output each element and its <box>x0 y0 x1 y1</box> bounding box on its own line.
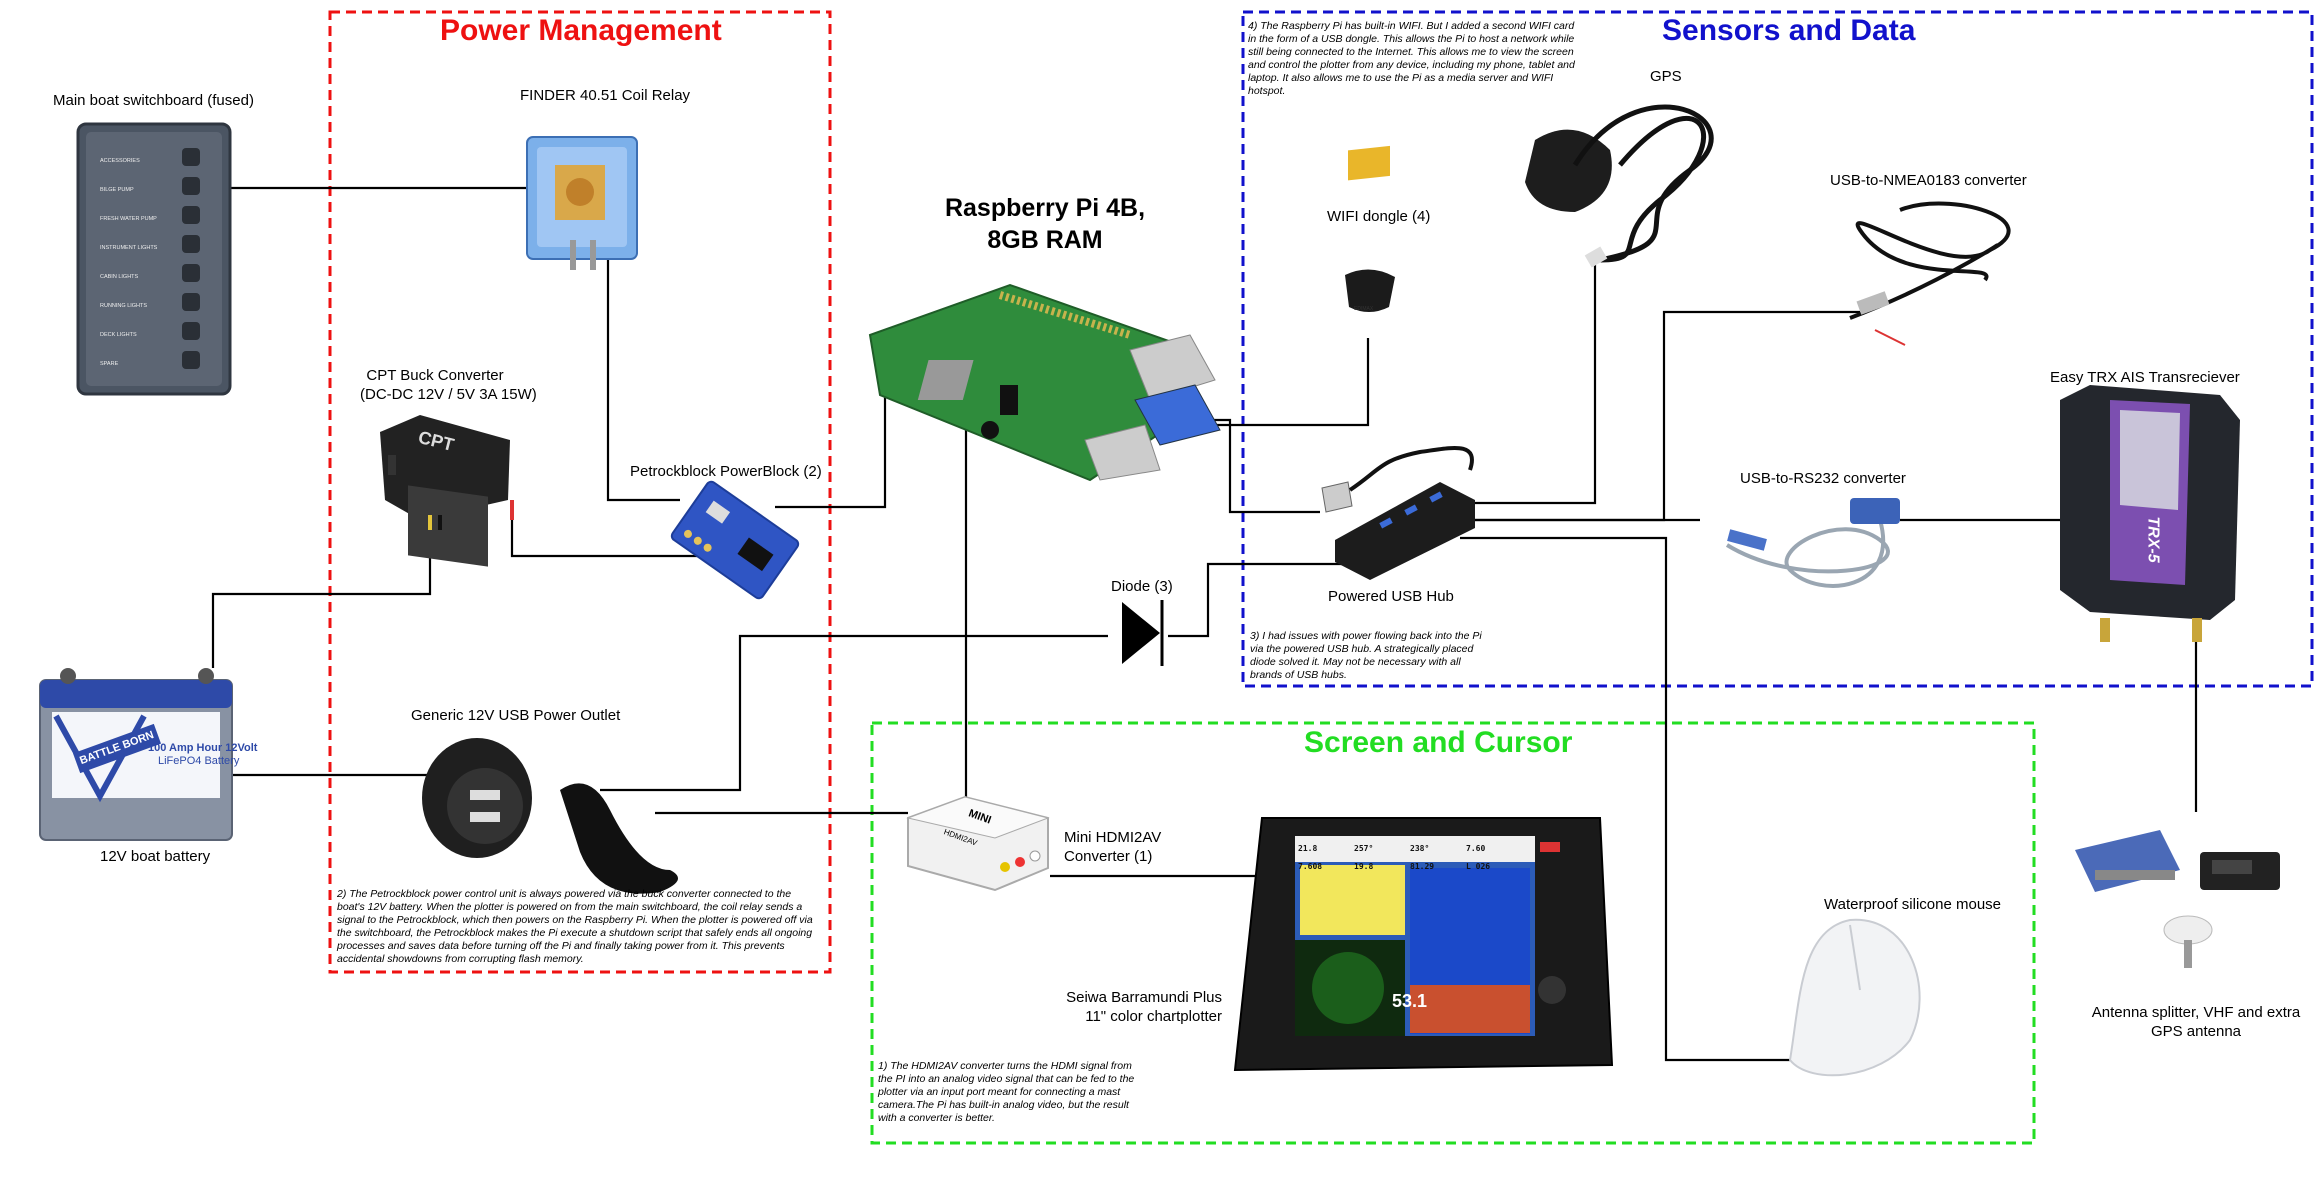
battery-device <box>39 668 233 841</box>
battery-spec-2: LiFePO4 Battery <box>158 755 240 767</box>
plotter-readout: 7.608 <box>1298 862 1323 871</box>
switchboard-row-label: FRESH WATER PUMP <box>100 216 157 222</box>
wire-diode-hub <box>1168 562 1345 638</box>
hdmi2av-label-line1: Mini HDMI2AV <box>1064 829 1162 846</box>
switchboard-label: Main boat switchboard (fused) <box>53 92 254 109</box>
switchboard-row-label: SPARE <box>100 361 119 367</box>
wire-hub-gps <box>1470 265 1597 505</box>
rs232-device <box>1725 498 1900 588</box>
screen-panel-border <box>870 721 2036 1145</box>
trx-face: TRX-5 <box>2144 516 2162 563</box>
wifi-dongle-device <box>1345 145 1395 312</box>
sensors-panel-border <box>1241 10 2314 688</box>
wifi-label: WIFI dongle (4) <box>1327 208 1431 225</box>
wire-buck-powerblock <box>510 514 700 558</box>
switchboard-switch <box>182 293 200 311</box>
switchboard-switch <box>182 148 200 166</box>
power-panel-border <box>328 10 832 974</box>
nmea-converter-device <box>1849 201 2011 346</box>
hdmi2av-device <box>906 795 1050 892</box>
plotter-readout: 19.8 <box>1354 862 1374 871</box>
chartplotter-device <box>1233 817 1614 1072</box>
hdmi2av-label-line2: Converter (1) <box>1064 848 1153 865</box>
nmea-label: USB-to-NMEA0183 converter <box>1830 172 2027 189</box>
plotter-readouts: 21.8 257° 238° 7.60 7.608 19.8 81.29 L 026 <box>1298 838 1534 874</box>
note-4: 4) The Raspberry Pi has built-in WIFI. B… <box>1248 20 1575 97</box>
screen-panel-title: Screen and Cursor <box>1304 726 1573 759</box>
ais-label: Easy TRX AIS Transreciever <box>2050 369 2240 386</box>
buck-converter-device <box>380 415 514 567</box>
wifi-face: EDIMAX <box>1354 306 1374 312</box>
hub-label: Powered USB Hub <box>1328 588 1454 605</box>
raspberry-pi-title: Raspberry Pi 4B, 8GB RAM <box>930 192 1160 256</box>
switchboard-row-label: ACCESSORIES <box>100 158 140 164</box>
battery-label: 12V boat battery <box>100 848 211 865</box>
switchboard-switch <box>182 351 200 369</box>
mouse-device <box>1788 918 1921 1077</box>
wire-outlet-diode <box>600 634 1108 792</box>
power-panel-title: Power Management <box>440 14 722 47</box>
raspberry-pi-device <box>868 283 1221 482</box>
hdmi2av-label: Mini HDMI2AV Converter (1) <box>1064 828 1161 866</box>
usb-hub-device <box>1321 445 1475 580</box>
plotter-readout: 257° <box>1354 844 1374 853</box>
plotter-readout: 7.60 <box>1466 844 1486 853</box>
wire-relay-powerblock <box>606 240 680 502</box>
switchboard-row-labels: ACCESSORIES BILGE PUMP FRESH WATER PUMP INS… <box>100 158 170 390</box>
note-2: 2) The Petrockblock power control unit i… <box>337 888 813 965</box>
rs232-label: USB-to-RS232 converter <box>1740 470 1906 487</box>
plotter-readout: L 026 <box>1466 862 1491 871</box>
switchboard-switch <box>182 322 200 340</box>
raspberry-pi-title-line2: 8GB RAM <box>987 226 1103 254</box>
powerblock-label: Petrockblock PowerBlock (2) <box>630 463 822 480</box>
relay-label: FINDER 40.51 Coil Relay <box>520 87 691 104</box>
antenna-label-line2: GPS antenna <box>2150 1023 2242 1040</box>
buck-label: CPT Buck Converter (DC-DC 12V / 5V 3A 15… <box>360 366 537 404</box>
antenna-label-line1: Antenna splitter, VHF and extra <box>2091 1004 2301 1021</box>
switchboard-switch <box>182 235 200 253</box>
wire-hub-nmea <box>1470 310 1860 522</box>
diode-label: Diode (3) <box>1111 578 1173 595</box>
gps-label: GPS <box>1650 68 1682 85</box>
note-3: 3) I had issues with power flowing back … <box>1250 630 1482 681</box>
gps-device <box>1525 104 1714 268</box>
switchboard-switch <box>182 206 200 224</box>
diode-symbol <box>1122 600 1164 666</box>
mouse-label: Waterproof silicone mouse <box>1824 896 2002 913</box>
plotter-label-line1: Seiwa Barramundi Plus <box>1066 989 1222 1006</box>
plotter-label-line2: 11" color chartplotter <box>1085 1008 1222 1025</box>
plotter-readout: 21.8 <box>1298 844 1318 853</box>
plotter-depth: 53.1 <box>1392 991 1428 1011</box>
sensors-panel-title: Sensors and Data <box>1662 14 1916 47</box>
wire-hub-mouse <box>1460 536 1790 1062</box>
antenna-device <box>2075 830 2280 968</box>
plotter-label: Seiwa Barramundi Plus 11" color chartplo… <box>1064 988 1222 1026</box>
switchboard-row-label: RUNNING LIGHTS <box>100 303 148 309</box>
usb-outlet-label: Generic 12V USB Power Outlet <box>411 707 621 724</box>
plotter-readout: 238° <box>1410 844 1430 853</box>
battery-spec-1: 100 Amp Hour 12Volt <box>148 742 258 754</box>
switchboard-switch <box>182 264 200 282</box>
raspberry-pi-title-line1: Raspberry Pi 4B, <box>944 194 1146 222</box>
wire-pi-wifi <box>1195 338 1370 427</box>
switchboard-row-label: BILGE PUMP <box>100 187 134 193</box>
switchboard-device <box>76 122 232 396</box>
switchboard-row-label: CABIN LIGHTS <box>100 274 139 280</box>
powerblock-device <box>670 480 800 600</box>
wire-battery-buck <box>211 515 432 668</box>
relay-device <box>526 136 638 270</box>
usb-outlet-device <box>422 738 678 894</box>
note-1: 1) The HDMI2AV converter turns the HDMI … <box>878 1060 1135 1124</box>
ais-device <box>2060 385 2240 642</box>
antenna-label: Antenna splitter, VHF and extra GPS ante… <box>2086 1003 2306 1041</box>
switchboard-row-label: DECK LIGHTS <box>100 332 137 338</box>
plotter-readout: 81.29 <box>1410 862 1435 871</box>
buck-label-line1: CPT Buck Converter <box>366 367 504 384</box>
switchboard-switch <box>182 177 200 195</box>
buck-label-line2: (DC-DC 12V / 5V 3A 15W) <box>360 386 537 403</box>
switchboard-row-label: INSTRUMENT LIGHTS <box>100 245 158 251</box>
